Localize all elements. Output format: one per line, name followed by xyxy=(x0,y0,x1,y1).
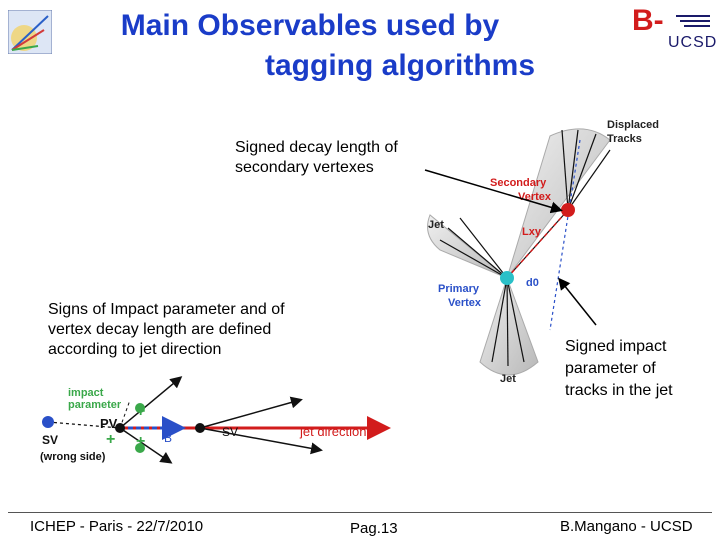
title-line-2: tagging algorithms xyxy=(265,49,535,82)
caption-impact-line-1: Signed impact xyxy=(565,338,667,355)
title-line-1: Main Observables used by xyxy=(120,9,500,42)
experiment-logo xyxy=(8,10,52,54)
footer-page-number: Pag.13 xyxy=(350,520,398,537)
jet-vertex-diagram: Displaced Tracks Secondary Vertex Jet Lx… xyxy=(427,119,659,385)
caption-decay-line-1: Signed decay length of xyxy=(235,139,398,156)
caption-signs: Signs of Impact parameter and of vertex … xyxy=(48,300,285,360)
upper-jet-cone xyxy=(427,214,508,279)
caption-impact-line-3: tracks in the jet xyxy=(565,382,673,399)
slide-title: Main Observables used by tagging algorit… xyxy=(0,6,600,86)
sign-convention-diagram: impact parameter PV + + + B SV jet direc… xyxy=(40,376,391,464)
sv-wrong-marker xyxy=(42,416,54,428)
caption-signs-line-3: according to jet direction xyxy=(48,341,222,358)
d0-label: d0 xyxy=(526,277,539,289)
caption-decay-line-2: secondary vertexes xyxy=(235,159,374,176)
sv-marker xyxy=(195,423,205,433)
impact-label-1: impact xyxy=(68,387,104,399)
bucsd-logo: B- UCSD xyxy=(630,4,718,54)
logo-text: UCSD xyxy=(668,34,718,51)
caption-impact: Signed impact parameter of tracks in the… xyxy=(565,336,673,402)
caption-signs-line-2: vertex decay length are defined xyxy=(48,321,272,338)
plus-sign-1: + xyxy=(136,403,145,420)
beta-label: B xyxy=(164,431,172,445)
primary-vertex-label-2: Vertex xyxy=(448,297,482,309)
pv-marker xyxy=(115,423,125,433)
sv-label: SV xyxy=(222,425,238,439)
sv-wrong-label-2: (wrong side) xyxy=(40,451,106,463)
logo-letter: B- xyxy=(632,4,664,37)
footer-left: ICHEP - Paris - 22/7/2010 xyxy=(30,518,204,535)
plus-sign-2: + xyxy=(106,431,115,448)
caption-signs-line-1: Signs of Impact parameter and of xyxy=(48,301,285,318)
lower-jet-label: Jet xyxy=(500,373,516,385)
caption-impact-line-2: parameter of xyxy=(565,360,656,377)
pv-label: PV xyxy=(100,416,118,431)
displaced-tracks-label-1: Displaced xyxy=(607,119,659,131)
impact-label-2: parameter xyxy=(68,399,122,411)
lxy-label: Lxy xyxy=(522,226,542,238)
plus-sign-3: + xyxy=(136,433,145,450)
primary-vertex-marker xyxy=(500,271,514,285)
caption-decay-length: Signed decay length of secondary vertexe… xyxy=(235,138,398,178)
logo-stripes-icon xyxy=(676,15,710,27)
secondary-vertex-label-1: Secondary xyxy=(490,177,547,189)
footer-right: B.Mangano - UCSD xyxy=(560,518,693,535)
footer-divider xyxy=(8,512,712,513)
upper-jet-label: Jet xyxy=(428,219,444,231)
displaced-tracks-label-2: Tracks xyxy=(607,133,642,145)
primary-vertex-label-1: Primary xyxy=(438,283,480,295)
jet-direction-label: jet direction xyxy=(299,424,366,439)
secondary-vertex-marker xyxy=(561,203,575,217)
sv-wrong-label-1: SV xyxy=(42,433,58,447)
